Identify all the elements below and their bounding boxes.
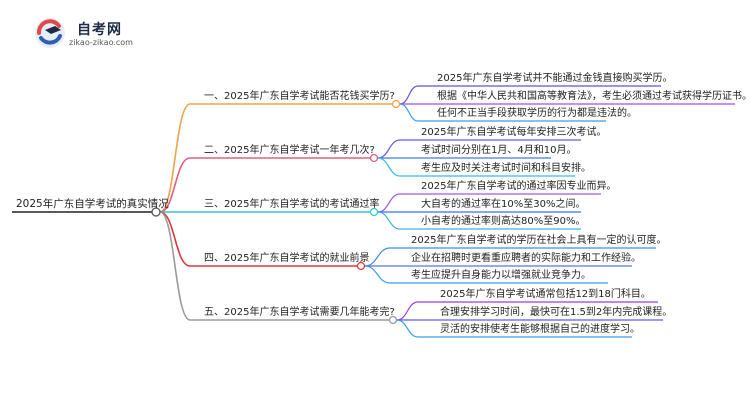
leaf-label-4-2: 企业在招聘时更看重应聘者的实际能力和工作经验。 [411,253,641,264]
leaf-connector-1-1 [399,85,419,105]
leaf-connector-2-3 [377,157,401,177]
branch-label-1: 一、2025年广东自学考试能否花钱买学历? [204,91,395,102]
leaf-connector-5-3 [396,319,419,338]
branch-connector-1 [159,103,191,213]
branch-label-5: 五、2025年广东自学考试需要几年能考完? [204,307,395,318]
branch-label-3: 三、2025年广东自学考试的考试通过率 [204,199,380,210]
branch-node-4 [356,261,366,271]
graduation-cap-icon [35,18,65,48]
branch-connector-5 [159,211,191,321]
leaf-label-2-1: 2025年广东自学考试每年安排三次考试。 [421,127,607,138]
leaf-connector-3-3 [377,211,401,230]
leaf-label-3-1: 2025年广东自学考试的通过率因专业而异。 [421,181,617,192]
leaf-label-4-3: 考生应提升自身能力以增强就业竞争力。 [411,270,591,281]
leaf-label-5-1: 2025年广东自学考试通常包括12到18门科目。 [440,289,651,300]
root-node [151,207,161,217]
branch-node-2 [369,153,379,163]
logo-url: zikao-zikao.com [69,38,133,47]
leaf-label-2-3: 考生应及时关注考试时间和科目安排。 [421,163,591,174]
branch-label-4: 四、2025年广东自学考试的就业前景 [204,253,370,264]
leaf-connector-5-1 [396,301,419,321]
branch-node-3 [369,207,379,217]
leaf-label-1-2: 根据《中华人民共和国高等教育法》，考生必须通过考试获得学历证书。 [437,91,750,102]
branch-label-2: 二、2025年广东自学考试一年考几次? [204,145,375,156]
leaf-connector-2-1 [377,139,401,159]
branch-connector-2 [159,157,191,213]
leaf-label-4-1: 2025年广东自学考试的学历在社会上具有一定的认可度。 [411,235,667,246]
leaf-label-2-2: 考试时间分别在1月、4月和10月。 [421,145,577,156]
leaf-label-3-3: 小自考的通过率则高达80%至90%。 [421,216,586,227]
branch-connector-4 [159,211,191,267]
leaf-label-1-3: 任何不正当手段获取学历的行为都是违法的。 [437,108,637,119]
branch-node-5 [388,315,398,325]
leaf-connector-3-1 [377,193,401,213]
logo-title: 自考网 [77,22,122,38]
site-logo[interactable]: 自考网 zikao-zikao.com [33,16,133,54]
leaf-label-5-2: 合理安排学习时间，最快可在1.5到2年内完成课程。 [440,307,673,318]
leaf-connector-1-3 [399,103,419,122]
leaf-label-1-1: 2025年广东自学考试并不能通过金钱直接购买学历。 [437,73,673,84]
root-node-label: 2025年广东自学考试的真实情况 [16,198,169,210]
branch-node-1 [391,99,401,109]
leaf-connector-4-3 [364,265,391,284]
leaf-label-3-2: 大自考的通过率在10%至30%之间。 [421,199,586,210]
leaf-label-5-3: 灵活的安排使考生能够根据自己的进度学习。 [440,324,640,335]
